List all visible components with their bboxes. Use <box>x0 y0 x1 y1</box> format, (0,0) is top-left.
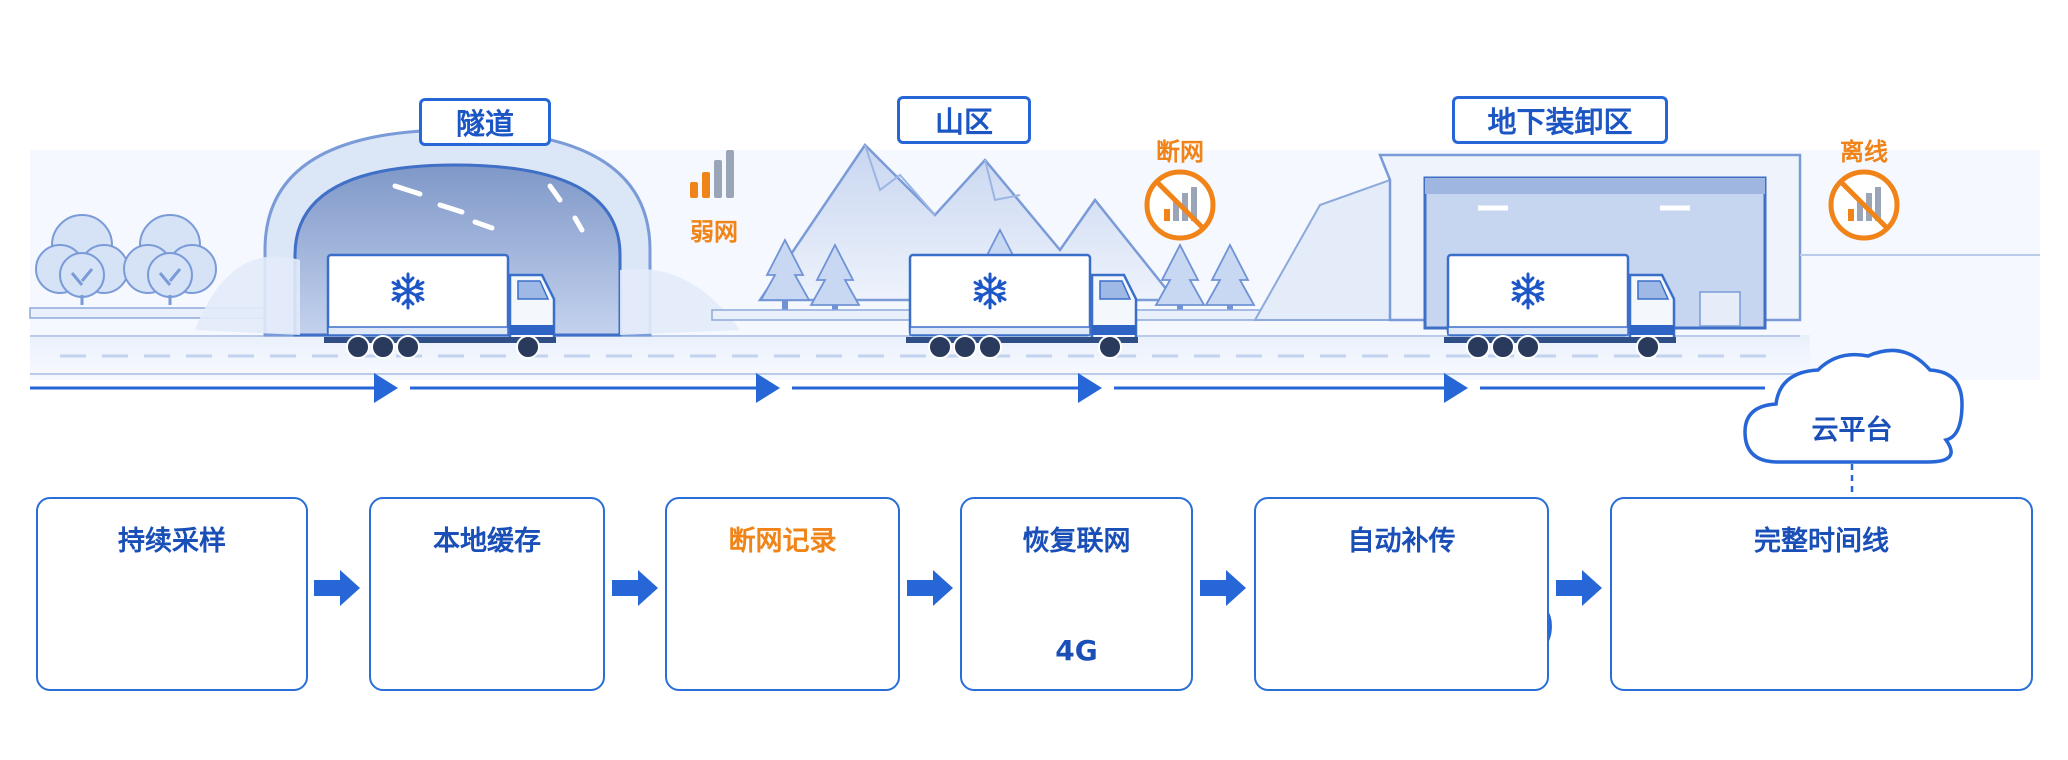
flow-arrow-icon <box>907 570 953 606</box>
step-network-restored: 恢复联网 4G <box>960 497 1193 691</box>
step-title: 恢复联网 <box>1022 526 1131 557</box>
no-signal-icon <box>1144 169 1216 241</box>
step-complete-timeline: 完整时间线 <box>1610 497 2033 691</box>
tunnel-label: 隧道 <box>419 98 551 146</box>
step-offline-record: 断网记录 <box>665 497 900 691</box>
step-local-cache: 本地缓存 <box>369 497 605 691</box>
step-title: 自动补传 <box>1347 526 1456 557</box>
step-auto-upload: 自动补传 <box>1254 497 1549 691</box>
weak-signal-icon <box>690 150 734 198</box>
network-type-label: 4G <box>1055 634 1098 667</box>
underground-label: 地下装卸区 <box>1452 96 1668 144</box>
step-title: 完整时间线 <box>1754 526 1889 557</box>
step-title: 断网记录 <box>728 526 837 557</box>
step-title: 本地缓存 <box>433 526 541 557</box>
flow-arrow-icon <box>1556 570 1602 606</box>
flow-arrow-icon <box>612 570 658 606</box>
step-continuous-sampling: 持续采样 <box>36 497 308 691</box>
weak-network-label: 弱网 <box>690 218 738 246</box>
flow-arrow-icon <box>1200 570 1246 606</box>
step-title: 持续采样 <box>118 526 226 557</box>
offline-label: 离线 <box>1840 138 1888 166</box>
cloud-platform-label: 云平台 <box>1811 415 1893 446</box>
cloud-platform-icon <box>1743 348 1964 496</box>
mountain-label: 山区 <box>897 96 1031 144</box>
no-signal-icon <box>1828 169 1900 241</box>
disconnected-label: 断网 <box>1156 138 1204 166</box>
flow-arrow-icon <box>314 570 360 606</box>
